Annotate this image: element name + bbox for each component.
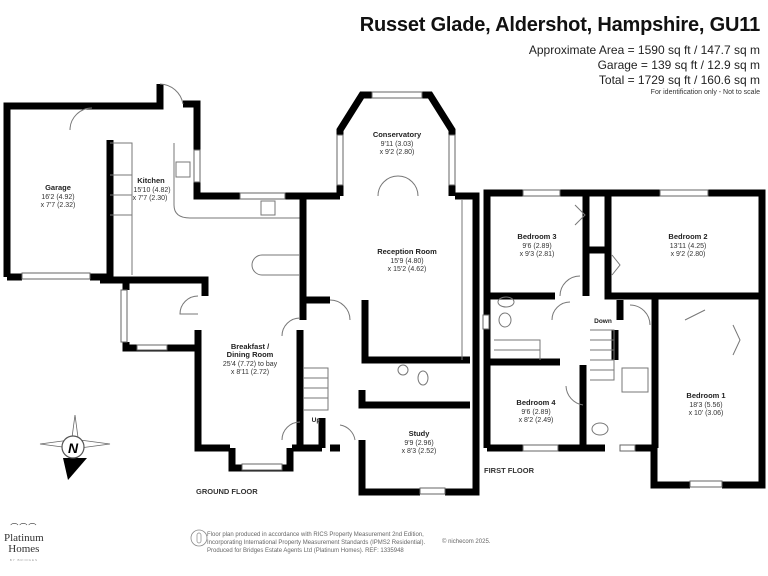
room-name: Reception Room — [377, 247, 437, 256]
compass-north-label: N — [68, 440, 79, 456]
room-name: Bedroom 3 — [517, 232, 556, 241]
sink-icon — [260, 200, 276, 216]
disclaimer: For identification only - Not to scale — [650, 89, 760, 96]
footer-line: Produced for Bridges Estate Agents Ltd (… — [207, 548, 404, 554]
room-dim: x 15'2 (4.62) — [388, 266, 427, 273]
property-title: Russet Glade, Aldershot, Hampshire, GU11 — [359, 14, 760, 36]
logo-line1: Platinum — [4, 532, 44, 544]
ground-floor-plan — [3, 83, 480, 496]
room-name: Bedroom 4 — [516, 398, 556, 407]
room-dim: 18'3 (5.56) — [689, 402, 722, 409]
room-name: Dining Room — [227, 350, 274, 359]
room-dim: x 8'2 (2.49) — [519, 417, 554, 424]
stairs-label: Down — [594, 318, 612, 325]
footer-notice: Floor plan produced in accordance with R… — [207, 531, 425, 555]
first-floor-plan — [482, 189, 766, 489]
footer-line: Floor plan produced in accordance with R… — [207, 532, 424, 538]
compass-icon: N — [39, 414, 111, 480]
garage-walls — [3, 84, 164, 277]
shower-icon — [621, 367, 649, 393]
garage-door — [21, 272, 91, 280]
room-dim: 15'10 (4.82) — [133, 187, 170, 194]
room-name: Study — [409, 429, 431, 438]
stairs-label: Up — [312, 417, 321, 424]
logo-sub: BY BRIDGES — [9, 558, 39, 562]
room-dim: 16'2 (4.92) — [41, 194, 74, 201]
room-dim: 9'9 (2.96) — [404, 440, 433, 447]
room-dim: 13'11 (4.25) — [670, 243, 707, 250]
room-labels: Garage 16'2 (4.92) x 7'7 (2.32) Kitchen … — [41, 130, 726, 496]
total-area: Total = 1729 sq ft / 160.6 sq m — [598, 73, 760, 87]
person-info-icon — [190, 529, 208, 547]
copyright: © nichecom 2025. — [442, 539, 491, 545]
footer-line: Incorporating International Property Mea… — [207, 540, 426, 546]
room-name: Conservatory — [373, 130, 422, 139]
room-dim: 25'4 (7.72) to bay — [223, 361, 278, 368]
room-dim: 15'9 (4.80) — [390, 258, 423, 265]
logo-line2: Homes — [8, 543, 40, 555]
room-dim: x 9'2 (2.80) — [380, 149, 415, 156]
room-name: Bedroom 1 — [686, 391, 725, 400]
room-name: Kitchen — [137, 176, 165, 185]
room-name: Bedroom 2 — [668, 232, 707, 241]
room-dim: x 9'3 (2.81) — [520, 251, 555, 258]
room-dim: 9'6 (2.89) — [521, 409, 550, 416]
room-dim: 9'6 (2.89) — [522, 243, 551, 250]
room-dim: 9'11 (3.03) — [381, 141, 414, 148]
toilet-icon — [417, 370, 429, 386]
hob-icon — [175, 161, 191, 178]
reception-walls — [299, 192, 480, 462]
room-dim: x 9'2 (2.80) — [671, 251, 706, 258]
garage-area: Garage = 139 sq ft / 12.9 sq m — [597, 58, 760, 72]
room-dim: x 7'7 (2.30) — [133, 195, 168, 202]
floor-label: FIRST FLOOR — [484, 466, 535, 475]
room-name: Breakfast / — [231, 342, 270, 351]
platinum-homes-logo: ⌒⌒⌒ Platinum Homes BY BRIDGES — [4, 522, 44, 566]
room-dim: x 7'7 (2.32) — [41, 202, 76, 209]
room-dim: x 8'11 (2.72) — [231, 369, 269, 376]
room-name: Garage — [45, 183, 71, 192]
room-dim: x 10' (3.06) — [689, 410, 724, 417]
wc-basin-icon — [397, 364, 409, 376]
room-dim: x 8'3 (2.52) — [402, 448, 437, 455]
kitchen-walls — [183, 100, 306, 200]
floor-label: GROUND FLOOR — [196, 487, 258, 496]
approx-area: Approximate Area = 1590 sq ft / 147.7 sq… — [528, 43, 760, 57]
